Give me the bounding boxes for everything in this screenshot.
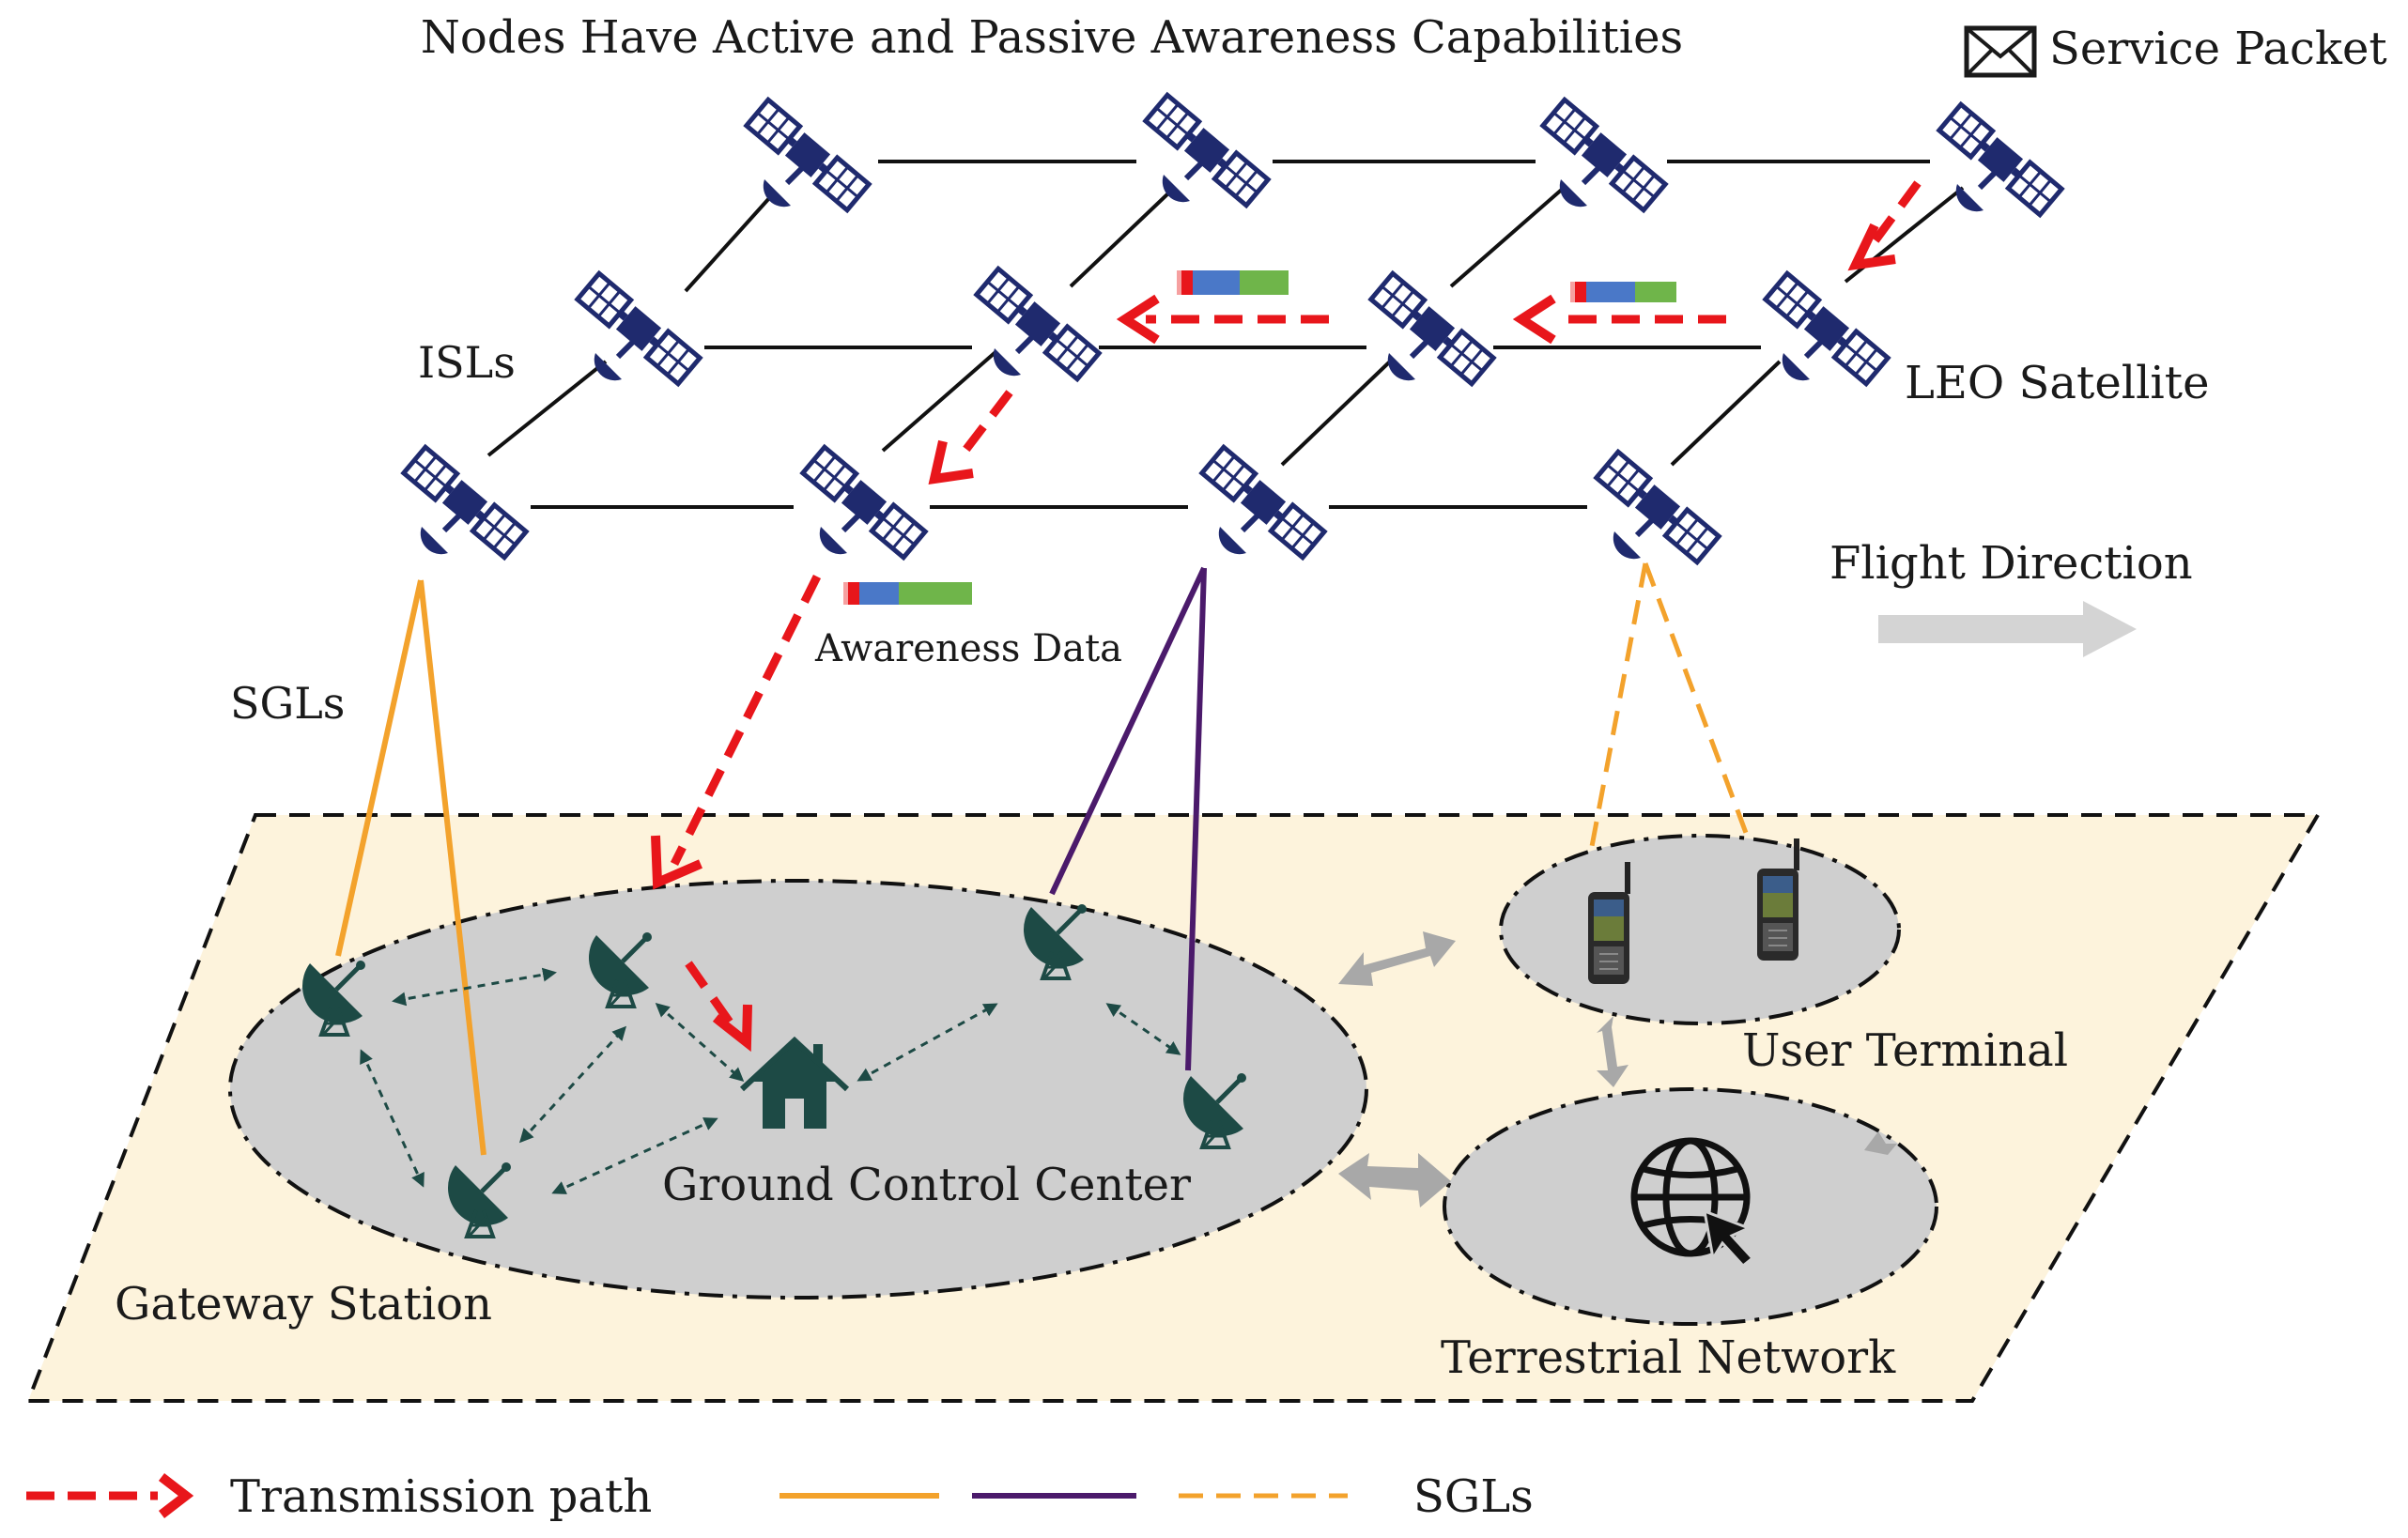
transmission-arrowheads [651,223,1896,1053]
user-terminal-region [1499,834,1901,1025]
user-terminal-label: User Terminal [1742,1024,2068,1077]
cursor-icon [1703,1208,1755,1269]
sgls-label: SGLs [230,678,345,729]
terrestrial-network-region [1443,1087,1938,1326]
ground-links [360,967,1181,1194]
satellite-icon [404,447,526,558]
isls-label: ISLs [418,337,516,388]
sgl-dashed-orange [1587,562,1752,857]
transmission-path-legend-label: Transmission path [230,1470,652,1523]
isl-links [486,160,1965,509]
transmission-path [670,180,1922,1026]
satellite-icon [1202,447,1324,558]
flight-direction-arrow [1878,601,2137,657]
sgl-solid-orange [335,579,486,1156]
sgls-legend-label: SGLs [1413,1470,1534,1523]
satellite-icon [1939,104,2061,215]
satellite-icon [747,100,869,210]
satellite-icon [1543,100,1665,210]
satellite-icon [1371,273,1493,384]
gateway-station-label: Gateway Station [115,1278,492,1330]
satellite-icon [977,269,1099,379]
awareness-data-packet [843,582,972,605]
region-links [1338,931,1897,1207]
globe-cursor-icon [1630,1137,1751,1257]
leo-satellite-label: LEO Satellite [1905,357,2209,409]
satellite-icon [1766,273,1888,384]
satellite-icon [578,273,700,384]
flight-direction-label: Flight Direction [1829,537,2193,590]
awareness-data-packet [1570,282,1676,302]
ground-control-center-label: Ground Control Center [662,1159,1191,1211]
satellite-icon [803,447,925,558]
sgl-purple [1049,566,1207,1071]
diagram-title: Nodes Have Active and Passive Awareness … [421,11,1683,64]
house-icon [739,1036,850,1129]
service-packet-legend-label: Service Packet [2049,23,2387,75]
terrestrial-network-label: Terrestrial Network [1441,1331,1896,1384]
awareness-data-packet [1177,270,1289,295]
satellite-icon [1146,95,1268,206]
awareness-data-label: Awareness Data [814,627,1122,670]
satellite-icon [1597,452,1719,562]
envelope-icon [1964,25,2037,78]
legend-transmission-path [26,1473,194,1518]
